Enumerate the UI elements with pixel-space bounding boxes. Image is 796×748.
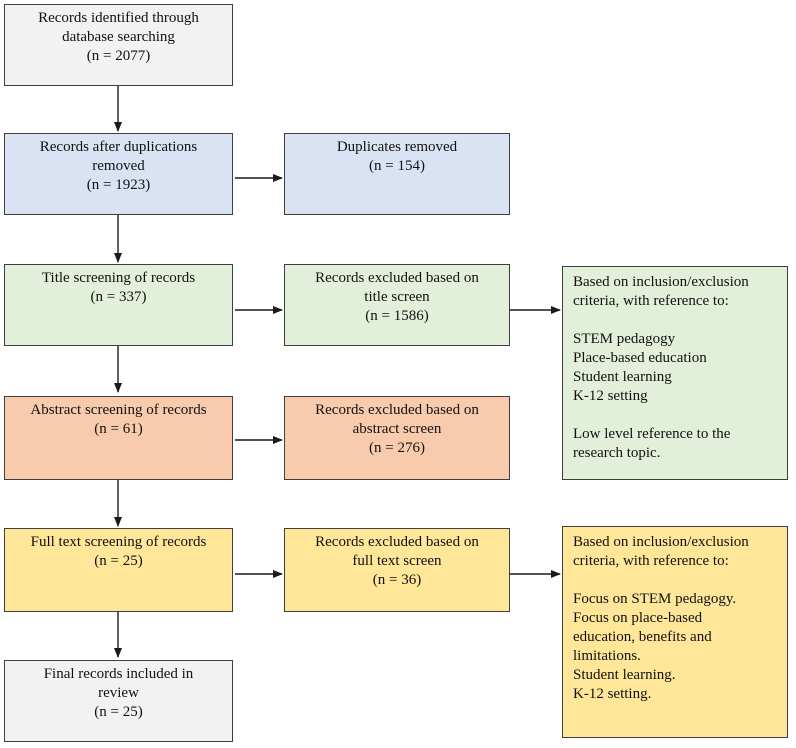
box-text-line: full text screen [352,553,442,569]
box-text-line: Records identified through [38,10,199,26]
box-text-line: Records excluded based on [315,270,479,286]
box-text-line: (n = 2077) [86,48,151,64]
box-title-criteria: Based on inclusion/exclusion criteria, wi… [562,266,788,480]
box-records-after-duplicates: Records after duplications removed (n = 19… [4,133,233,215]
box-text-line: title screen [364,289,430,305]
box-title-excluded: Records excluded based on title screen (n … [284,264,510,346]
box-text-line: Full text screening of records [30,534,207,550]
box-abstract-screening: Abstract screening of records (n = 61) [4,396,233,480]
box-text-line: criteria, with reference to: [573,553,729,569]
box-text-line: (n = 337) [90,289,147,305]
box-text-line: Abstract screening of records [30,402,207,418]
box-text-line: Title screening of records [41,270,196,286]
box-text-line: limitations. [573,648,641,664]
box-text-line: (n = 61) [94,421,143,437]
box-text-line: STEM pedagogy [573,331,676,347]
box-records-identified: Records identified through database searc… [4,4,233,86]
box-title-screening: Title screening of records (n = 337) [4,264,233,346]
box-text-line [573,311,781,330]
box-text-line: (n = 1923) [86,177,151,193]
box-text-line: (n = 1586) [365,308,429,324]
box-text-line: Focus on place-based [573,610,703,626]
box-text-line: Based on inclusion/exclusion [573,274,749,290]
box-text-line: removed [92,158,145,174]
box-fulltext-screening: Full text screening of records (n = 25) [4,528,233,612]
box-text-line: Focus on STEM pedagogy. [573,591,737,607]
box-abstract-excluded: Records excluded based on abstract screen… [284,396,510,480]
box-text-line: K-12 setting [573,388,648,404]
box-fulltext-excluded: Records excluded based on full text scree… [284,528,510,612]
box-text-line: Duplicates removed [336,139,458,155]
box-text-line: Low level reference to the [573,426,731,442]
box-text-line: Student learning. [573,667,676,683]
box-text-line: Place-based education [573,350,707,366]
box-text-line: (n = 25) [94,553,143,569]
box-text-line: education, benefits and [573,629,712,645]
box-text-line: review [98,685,139,701]
box-text-line: Student learning [573,369,672,385]
box-text-line: criteria, with reference to: [573,293,729,309]
box-text-line: (n = 25) [94,704,143,720]
box-text-line [573,406,781,425]
box-duplicates-removed: Duplicates removed (n = 154) [284,133,510,215]
box-text-line: Final records included in [43,666,194,682]
box-text-line: (n = 276) [369,440,425,456]
box-text-line: database searching [62,29,175,45]
box-text-line [573,571,781,590]
box-text-line: Records excluded based on [315,402,479,418]
box-text-line: abstract screen [352,421,442,437]
box-fulltext-criteria: Based on inclusion/exclusion criteria, wi… [562,526,788,738]
box-final-records: Final records included in review (n = 25) [4,660,233,742]
box-text-line: Records after duplications [39,139,198,155]
box-text-line: research topic. [573,445,661,461]
box-text-line: K-12 setting. [573,686,652,702]
box-text-line: Based on inclusion/exclusion [573,534,749,550]
box-text-line: (n = 154) [369,158,425,174]
box-text-line: Records excluded based on [315,534,479,550]
box-text-line: (n = 36) [372,572,422,588]
